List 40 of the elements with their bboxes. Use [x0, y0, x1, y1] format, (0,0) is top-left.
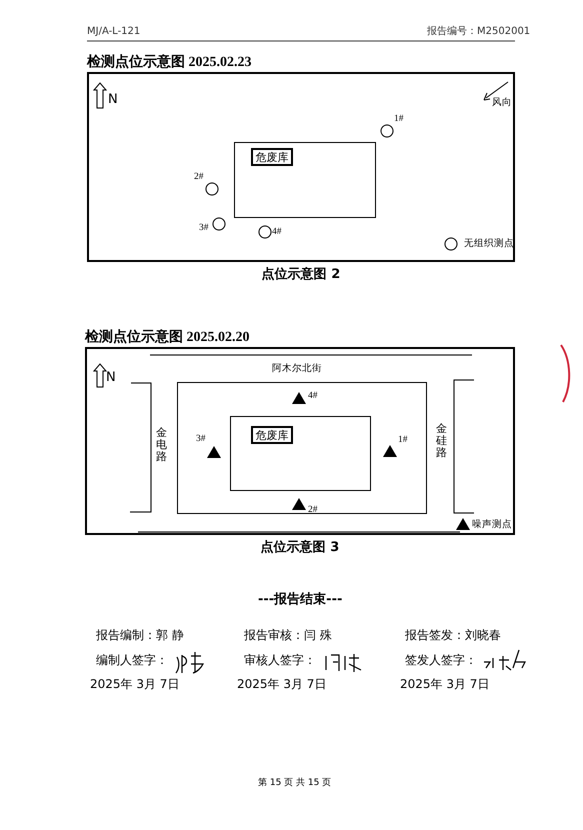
map-heading: 检测点位示意图 2025.02.23 — [87, 53, 252, 72]
page-number: 第 15 页 共 15 页 — [258, 777, 332, 790]
map-label: 3# — [199, 222, 208, 235]
sign-off-text: 2025年 3月 7日 — [400, 676, 490, 693]
map-label: 1# — [394, 113, 404, 126]
sign-off-text: 2025年 3月 7日 — [237, 676, 326, 693]
road-name: 金硅路 — [436, 423, 447, 460]
storage-label-box — [251, 426, 293, 444]
sign-off-text: 签发人签字： — [405, 652, 477, 669]
sign-off-text: 审核人签字： — [244, 652, 316, 669]
storage-label-box — [251, 148, 293, 166]
map-label: 4# — [272, 226, 282, 239]
header-text: MJ/A-L-121 — [87, 25, 140, 39]
map-label: 阿木尔北街 — [272, 362, 322, 376]
sign-off-text: 2025年 3月 7日 — [90, 676, 180, 693]
node-text: 危废库 — [256, 430, 288, 440]
map-label: 3# — [196, 433, 206, 446]
plant-area-box — [234, 142, 376, 218]
map-label: 无组织测点 — [464, 237, 514, 251]
map-label: 1# — [398, 434, 408, 447]
map-label: 4# — [308, 390, 318, 403]
sign-off-text: 报告编制：郭 静 — [96, 627, 184, 644]
figure-caption: 点位示意图 2 — [260, 266, 342, 284]
header-text: 报告编号：M2502001 — [427, 24, 530, 39]
sign-off-text: 编制人签字： — [96, 652, 168, 669]
figure-caption: 点位示意图 3 — [260, 538, 340, 556]
map-heading: 检测点位示意图 2025.02.20 — [85, 328, 250, 347]
road-name: 金电路 — [156, 427, 167, 464]
map-label: 噪声测点 — [472, 518, 512, 532]
map-label: 2# — [194, 171, 204, 184]
plant-area-box — [230, 416, 371, 491]
map-label: 2# — [308, 504, 318, 517]
node-text: 危废库 — [256, 152, 288, 162]
north-label: N — [108, 91, 118, 109]
map-label: 风向 — [492, 96, 512, 110]
end-marker: ---报告结束--- — [258, 590, 342, 609]
site-boundary — [177, 382, 427, 514]
sign-off-text: 报告签发：刘晓春 — [405, 627, 501, 644]
north-label: N — [106, 369, 116, 387]
sign-off-text: 报告审核：闫 殊 — [244, 627, 332, 644]
